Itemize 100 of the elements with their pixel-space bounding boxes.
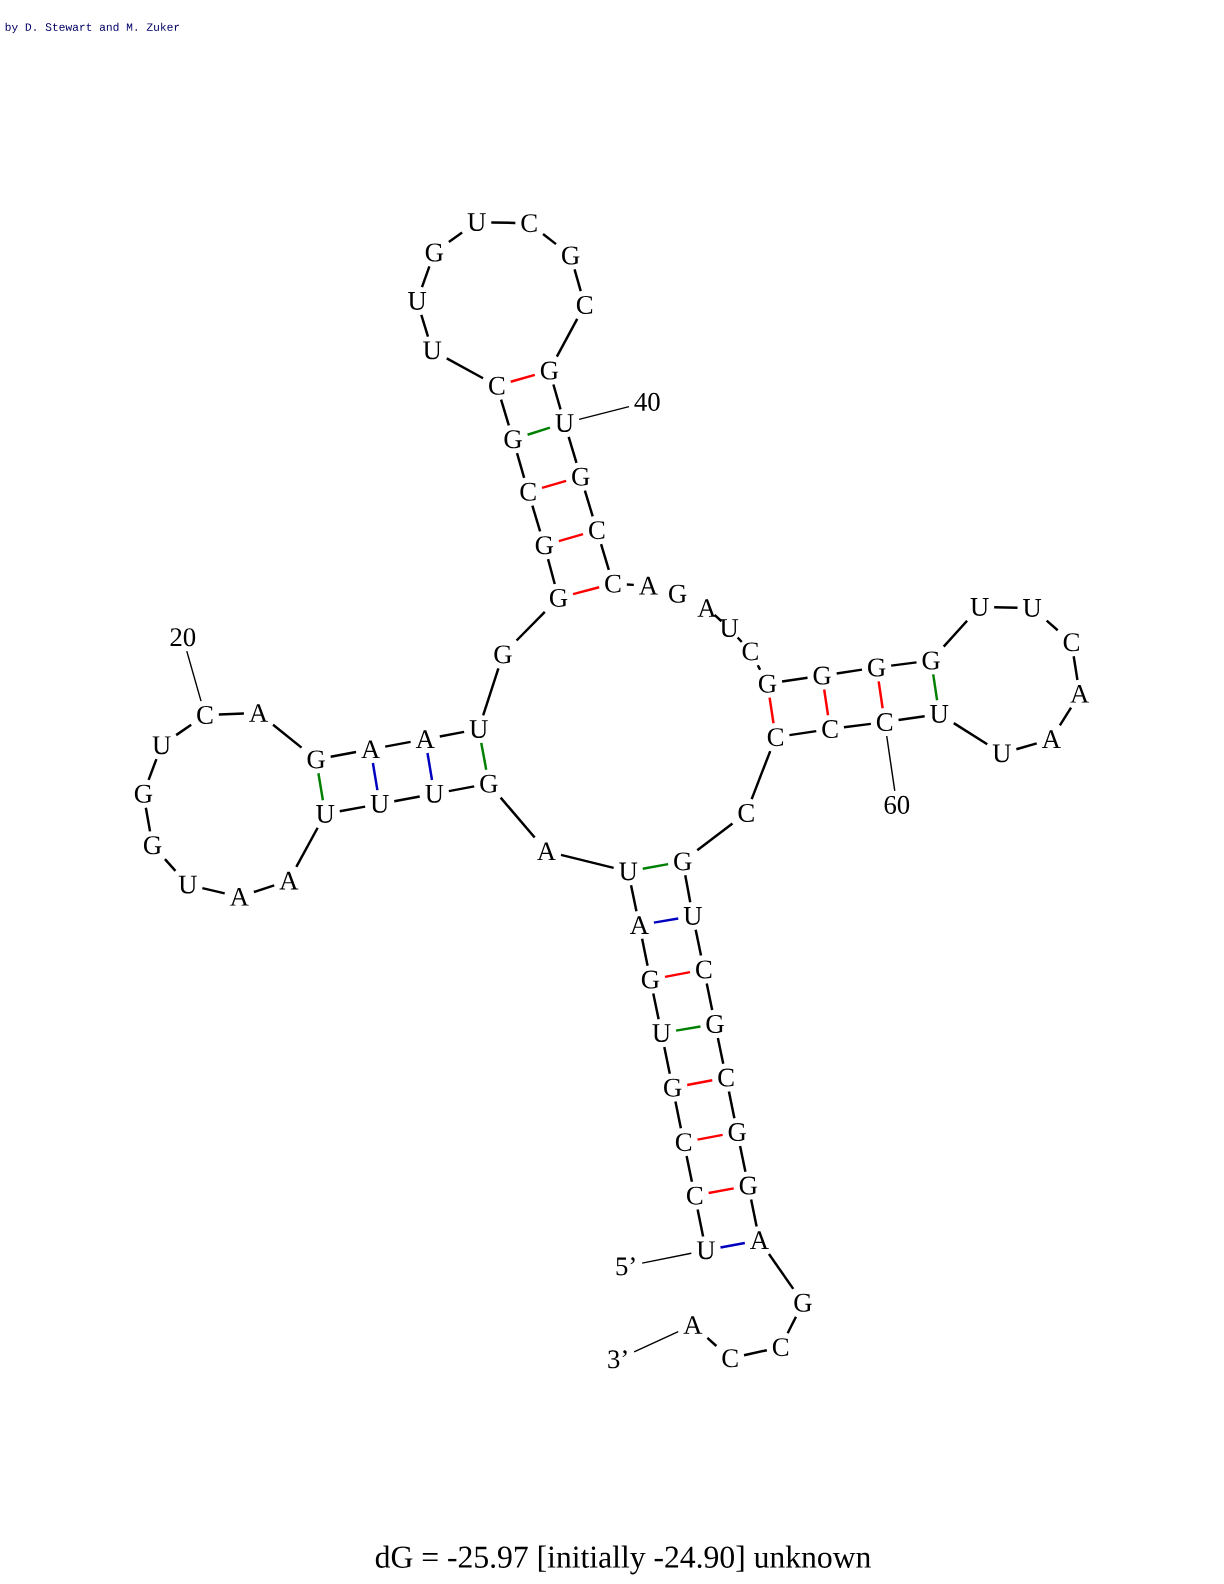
base-pair-line <box>541 479 567 489</box>
backbone-line <box>781 676 808 683</box>
base-pair-line <box>675 1025 701 1032</box>
nucleotide-letter: U <box>1023 599 1042 617</box>
backbone-line <box>448 231 463 244</box>
backbone-line <box>663 1046 671 1075</box>
backbone-line <box>1045 619 1059 632</box>
nucleotide-letter: C <box>687 1186 703 1205</box>
backbone-line <box>147 758 158 781</box>
nucleotide-letter: C <box>589 521 605 540</box>
nucleotide-letter: C <box>197 706 213 724</box>
backbone-line <box>684 875 692 903</box>
leader-line <box>641 1252 693 1264</box>
nucleotide-letter: G <box>562 246 580 265</box>
nucleotide-letter: A <box>697 599 717 617</box>
backbone-line <box>736 636 743 643</box>
backbone-line <box>942 619 968 648</box>
backbone-line <box>253 884 275 894</box>
base-pair-line <box>426 752 434 781</box>
base-pair-line <box>317 773 325 801</box>
nucleotide-letter: C <box>520 482 536 501</box>
backbone-line <box>384 740 411 748</box>
nucleotide-letter: U <box>652 1024 671 1042</box>
nucleotide-letter: C <box>822 720 838 739</box>
nucleotide-letter: U <box>423 341 442 360</box>
backbone-line <box>499 796 536 839</box>
backbone-line <box>716 1037 725 1064</box>
base-pair-line <box>720 1241 746 1249</box>
backbone-line <box>295 827 319 868</box>
base-pair-line <box>642 862 669 870</box>
base-pair-line <box>664 970 691 979</box>
backbone-line <box>706 1337 718 1347</box>
nucleotide-letter: A <box>279 871 299 890</box>
backbone-line <box>515 452 526 479</box>
backbone-line <box>339 805 366 813</box>
nucleotide-letter: U <box>469 720 488 738</box>
backbone-line <box>1016 742 1038 751</box>
nucleotide-letter: G <box>572 467 590 486</box>
nucleotide-letter: A <box>249 704 268 722</box>
base-pair-line <box>697 1133 723 1141</box>
backbone-line <box>786 1316 798 1334</box>
backbone-line <box>629 885 638 912</box>
nucleotide-letter: A <box>415 730 435 748</box>
backbone-line <box>756 664 762 671</box>
nucleotide-letter: A <box>750 1231 769 1249</box>
backbone-line <box>749 1199 758 1227</box>
nucleotide-letter: G <box>706 1015 724 1033</box>
nucleotide-letter: A <box>537 842 556 861</box>
backbone-line <box>599 543 610 571</box>
backbone-line <box>626 583 634 587</box>
backbone-line <box>546 558 556 585</box>
position-label: 5’ <box>616 1257 635 1276</box>
backbone-line <box>694 929 703 956</box>
base-pair-line <box>708 1187 734 1195</box>
nucleotide-letter: G <box>535 536 554 555</box>
base-pair-line <box>653 917 679 924</box>
nucleotide-letter: C <box>1063 633 1079 652</box>
nucleotide-letter: C <box>772 1338 789 1357</box>
backbone-line <box>685 1155 694 1183</box>
base-pair-line <box>510 373 536 383</box>
backbone-line <box>567 436 578 464</box>
position-label: 40 <box>634 392 660 411</box>
base-pair-line <box>932 674 939 701</box>
nucleotide-letter: C <box>605 574 621 593</box>
backbone-line <box>994 606 1018 609</box>
base-pair-line <box>572 586 600 596</box>
backbone-line <box>953 722 988 746</box>
base-pair-line <box>480 742 488 771</box>
backbone-line <box>743 1349 768 1357</box>
nucleotide-letter: G <box>494 645 512 664</box>
backbone-line <box>898 714 925 722</box>
nucleotide-letter: C <box>876 713 893 732</box>
nucleotide-letter: A <box>629 916 649 934</box>
backbone-line <box>560 853 614 870</box>
nucleotide-letter: G <box>813 666 831 685</box>
nucleotide-letter: U <box>178 875 197 894</box>
base-pair-line <box>768 697 775 724</box>
nucleotide-letter: U <box>555 414 574 432</box>
backbone-line <box>394 795 420 803</box>
backbone-line <box>439 730 465 738</box>
nucleotide-letter: A <box>639 576 658 595</box>
nucleotide-letter: C <box>576 296 593 314</box>
nucleotide-letter: G <box>739 1176 758 1195</box>
nucleotide-letter: U <box>467 213 486 232</box>
backbone-line <box>218 712 244 716</box>
nucleotide-letter: C <box>742 642 758 661</box>
backbone-line <box>1058 706 1073 727</box>
backbone-line <box>1072 656 1079 681</box>
backbone-line <box>420 265 431 288</box>
nucleotide-letter: U <box>408 292 427 310</box>
backbone-line <box>491 221 516 225</box>
nucleotide-letter: U <box>619 862 638 881</box>
nucleotide-letter: U <box>425 784 444 803</box>
backbone-line <box>164 858 177 872</box>
nucleotide-letter: A <box>1041 730 1061 748</box>
backbone-line <box>175 723 192 737</box>
backbone-line <box>738 1145 747 1172</box>
backbone-line <box>767 1253 795 1290</box>
backbone-line <box>420 314 430 337</box>
backbone-line <box>144 807 152 832</box>
